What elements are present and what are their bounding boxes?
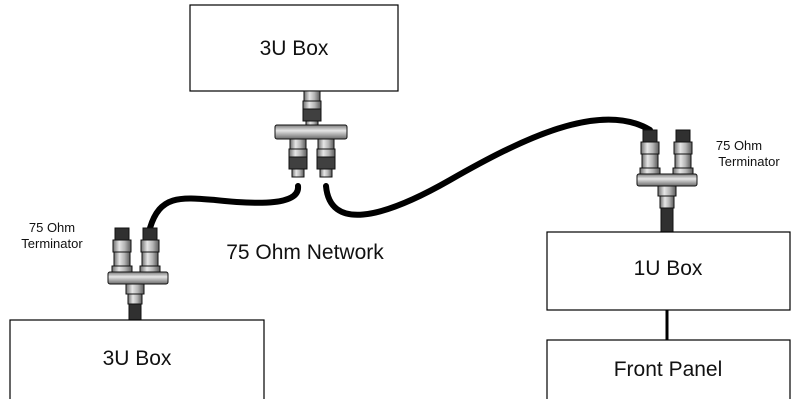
left-terminator-label-line2: Terminator	[21, 236, 83, 251]
coax-cable-left	[147, 183, 301, 231]
left-terminator-label-line1: 75 Ohm	[29, 220, 75, 235]
right-terminator-label-line1: 75 Ohm	[716, 138, 762, 153]
front-panel-box: Front Panel	[546, 339, 791, 399]
one-u-box-label: 1U Box	[634, 257, 703, 280]
terminator-icon	[111, 227, 133, 273]
network-label: 75 Ohm Network	[226, 241, 384, 264]
bottom-3u-box: 3U Box	[9, 319, 265, 399]
right-connector-assembly	[636, 129, 698, 233]
bnc-connector-icon	[302, 90, 322, 130]
top-connector-assembly	[274, 90, 348, 178]
front-panel-label: Front Panel	[614, 358, 723, 381]
t-adapter-icon	[274, 124, 348, 140]
top-3u-box-label: 3U Box	[260, 37, 329, 60]
bottom-3u-box-label: 3U Box	[103, 347, 172, 370]
coax-cable-right	[323, 116, 653, 218]
right-terminator-label-line2: Terminator	[718, 154, 780, 169]
t-adapter-icon	[107, 271, 169, 285]
one-u-box: 1U Box	[546, 231, 791, 311]
t-adapter-icon	[636, 173, 698, 187]
top-3u-box: 3U Box	[189, 4, 399, 92]
terminator-icon	[672, 129, 694, 175]
left-connector-assembly	[107, 227, 169, 321]
